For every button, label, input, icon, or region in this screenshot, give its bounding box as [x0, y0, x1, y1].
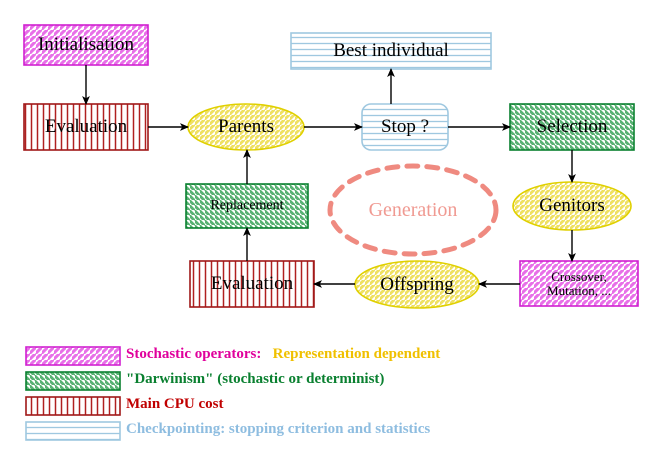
node-shape-parents: [187, 103, 305, 151]
legend-darwinism-primary-text: "Darwinism" (stochastic or determinist): [126, 371, 385, 387]
legend-swatch-legend-stochastic: [25, 346, 121, 366]
legend-cpu-cost-primary-text: Main CPU cost: [126, 396, 224, 412]
legend-cpu-cost-row: Main CPU cost: [126, 396, 224, 413]
node-shape-generation: [327, 163, 499, 257]
legend-stochastic-primary-text: Stochastic operators:: [126, 346, 262, 362]
node-shape-evaluation-bottom: [189, 260, 315, 308]
node-shape-stop: [361, 103, 449, 151]
legend-checkpointing-row: Checkpointing: stopping criterion and st…: [126, 421, 430, 438]
legend-stochastic-row: Stochastic operators: Representation dep…: [126, 346, 440, 363]
node-shape-selection: [509, 103, 635, 151]
edge-arrows: [82, 65, 576, 288]
legend-stochastic-secondary-text: Representation dependent: [272, 346, 441, 362]
node-shape-best-individual: [290, 32, 492, 70]
legend-swatch-legend-cpu-cost: [25, 396, 121, 416]
legend-swatch-legend-checkpointing: [25, 421, 121, 441]
legend-swatches: [25, 346, 121, 441]
legend-darwinism-row: "Darwinism" (stochastic or determinist): [126, 371, 384, 388]
node-shapes: [23, 24, 639, 309]
legend-stochastic-spacer: [261, 346, 272, 362]
node-shape-replacement: [185, 183, 309, 229]
node-shape-genitors: [512, 181, 632, 231]
legend-checkpointing-primary-text: Checkpointing: stopping criterion and st…: [126, 421, 431, 437]
node-shape-evaluation-top: [23, 103, 149, 151]
legend-swatch-legend-darwinism: [25, 371, 121, 391]
node-shape-crossover-mutation: [519, 260, 639, 307]
node-shape-initialisation: [23, 24, 149, 66]
node-shape-offspring: [354, 260, 480, 309]
